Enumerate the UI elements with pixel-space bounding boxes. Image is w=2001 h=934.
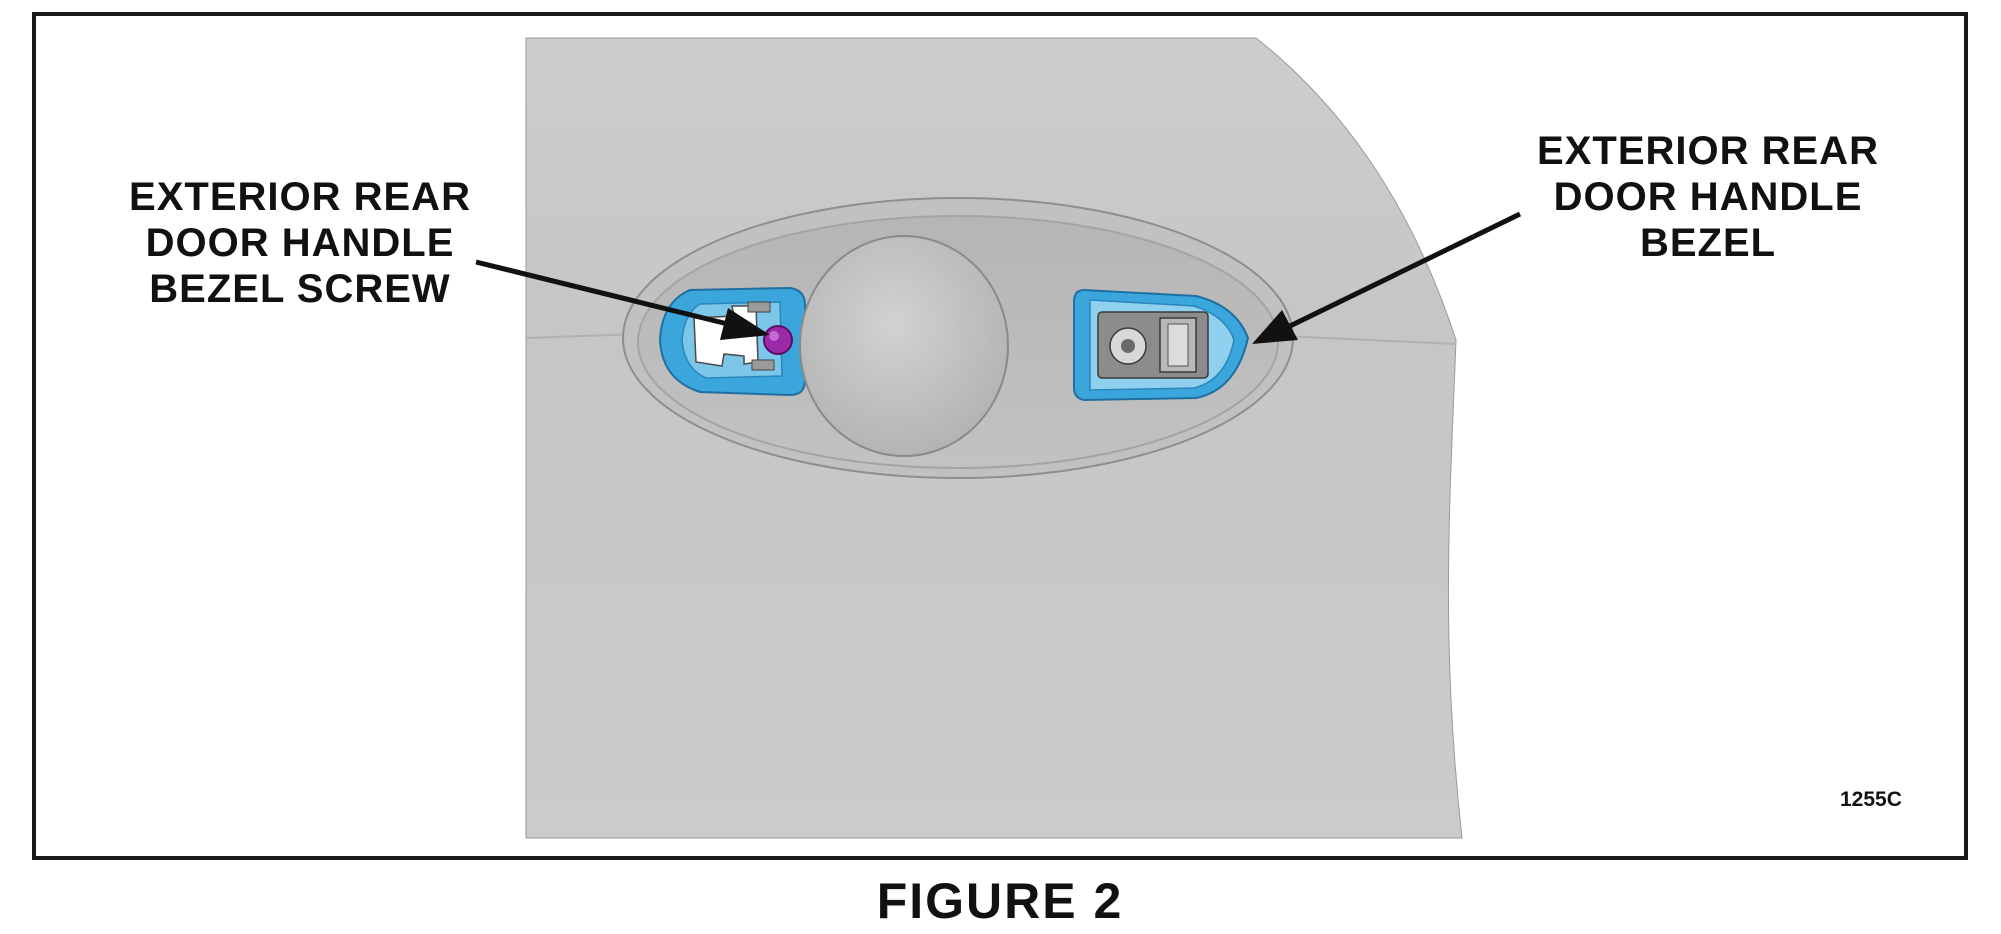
callout-bezel: EXTERIOR REAR DOOR HANDLE BEZEL bbox=[1508, 128, 1908, 266]
handle-knob bbox=[799, 235, 1009, 457]
callout-bezel-screw-line2: DOOR HANDLE bbox=[145, 221, 455, 265]
bezel-screw bbox=[763, 325, 793, 355]
callout-bezel-screw-line3: BEZEL SCREW bbox=[149, 267, 451, 311]
image-id: 1255C bbox=[1840, 788, 1902, 811]
bezel-right bbox=[1073, 288, 1250, 402]
arrow-screw bbox=[475, 259, 770, 340]
callout-bezel-line3: BEZEL bbox=[1639, 221, 1777, 265]
arrow-bezel bbox=[1252, 211, 1522, 344]
figure-caption: FIGURE 2 bbox=[876, 873, 1124, 929]
callout-bezel-line1: EXTERIOR REAR bbox=[1537, 129, 1879, 173]
callout-bezel-screw-line1: EXTERIOR REAR bbox=[129, 175, 471, 219]
callout-bezel-screw: EXTERIOR REAR DOOR HANDLE BEZEL SCREW bbox=[110, 174, 490, 312]
callout-bezel-line2: DOOR HANDLE bbox=[1553, 175, 1863, 219]
